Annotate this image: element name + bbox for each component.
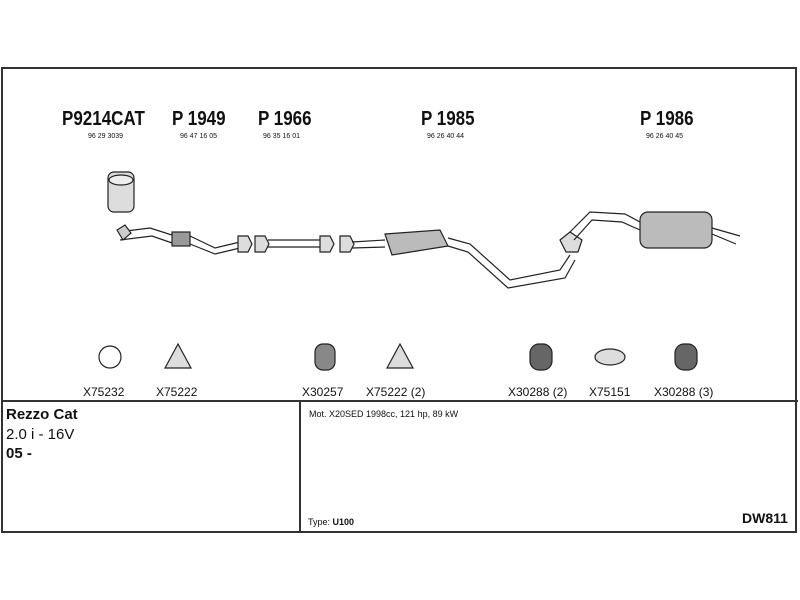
- rubber-hanger-icon: [529, 343, 553, 371]
- vehicle-year: 05 -: [6, 445, 32, 462]
- oe-number: 96 47 16 05: [180, 133, 217, 140]
- part-number: P 1966: [258, 108, 312, 130]
- part-number: P9214CAT: [62, 108, 145, 130]
- vehicle-engine: 2.0 i - 16V: [6, 426, 75, 443]
- motor-spec: Mot. X20SED 1998cc, 121 hp, 89 kW: [309, 409, 459, 419]
- accessory-label: X30288 (2): [508, 385, 568, 399]
- oe-number: 96 26 40 44: [427, 133, 464, 140]
- ring-gasket-icon: [98, 345, 122, 369]
- oe-number: 96 29 3039: [88, 133, 124, 140]
- type-label: Type:: [308, 517, 331, 527]
- diagram-frame: [1, 67, 797, 533]
- part-number: P 1985: [421, 108, 475, 130]
- oe-number: 96 35 16 01: [263, 133, 300, 140]
- rear-silencer: [559, 211, 741, 253]
- rubber-hanger-icon: [674, 343, 698, 371]
- divider: [299, 401, 301, 533]
- rubber-hanger-icon: [314, 343, 336, 371]
- flex-pipe: [171, 231, 253, 255]
- accessory-label: X75222 (2): [366, 385, 426, 399]
- diagram-code: DW811: [742, 510, 788, 526]
- gasket-icon: [594, 348, 626, 366]
- accessory-label: X75232: [83, 385, 125, 399]
- divider: [1, 400, 798, 402]
- catalyst-part: [107, 171, 176, 245]
- accessory-icons: [98, 342, 698, 371]
- part-number: P 1986: [640, 108, 694, 130]
- flange-gasket-icon: [385, 342, 415, 369]
- type-row: Type: U100: [308, 517, 354, 527]
- flange-gasket-icon: [163, 342, 193, 369]
- front-silencer: [339, 229, 576, 289]
- type-value: U100: [332, 517, 355, 527]
- accessory-label: X75222: [156, 385, 198, 399]
- accessory-label: X75151: [589, 385, 631, 399]
- accessory-label: X30257: [302, 385, 344, 399]
- exhaust-drawing: [107, 171, 741, 289]
- middle-pipe: [254, 235, 335, 253]
- accessory-label: X30288 (3): [654, 385, 714, 399]
- vehicle-model: Rezzo Cat: [6, 406, 78, 423]
- oe-number: 96 26 40 45: [646, 133, 683, 140]
- part-number: P 1949: [172, 108, 226, 130]
